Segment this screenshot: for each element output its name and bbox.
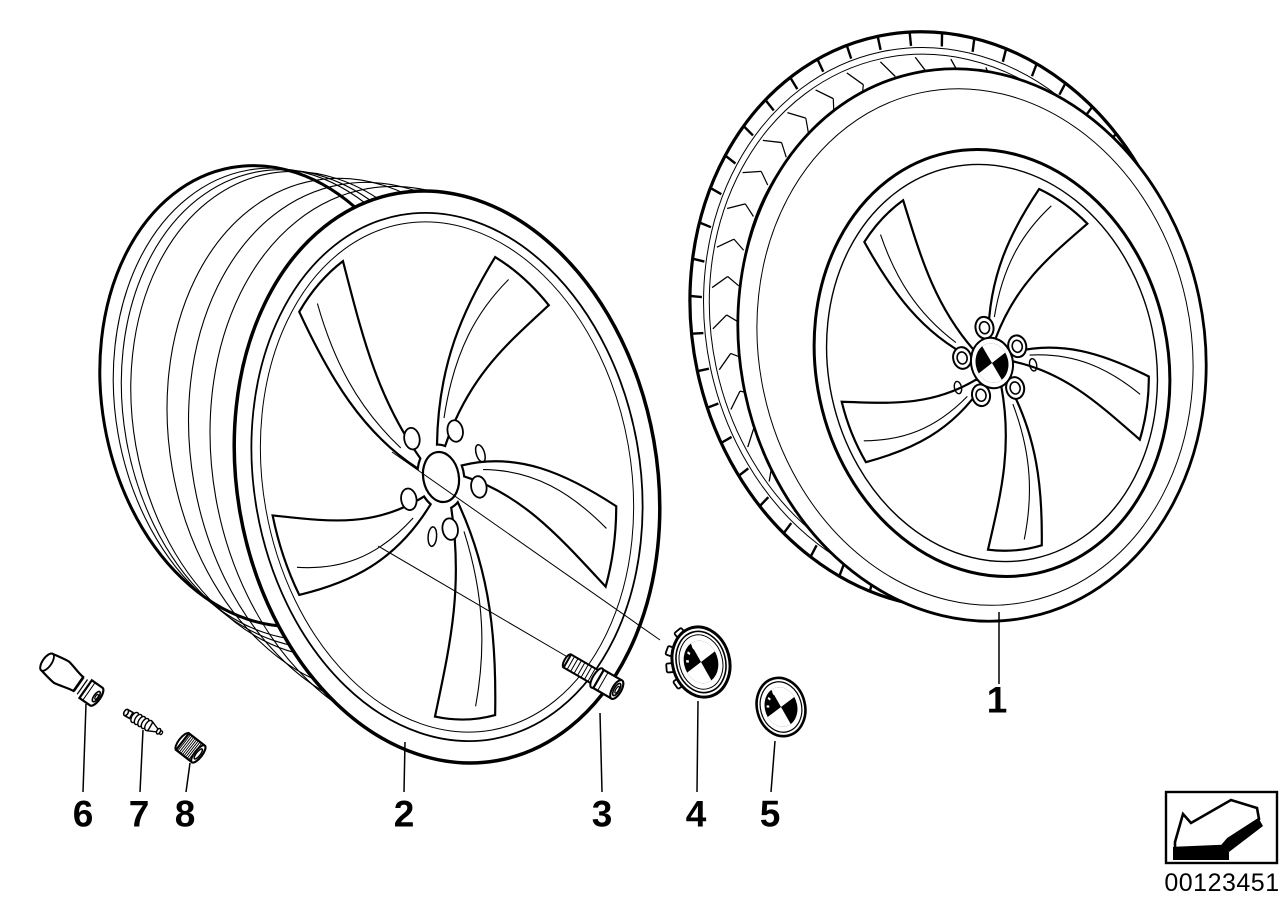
callout-6[interactable]: 6 [72,793,94,835]
complete-wheel-drawing[interactable] [637,0,1257,665]
valve-core-drawing[interactable] [122,707,165,739]
callout-7[interactable]: 7 [128,793,150,835]
projection-line [391,451,661,641]
callout-5[interactable]: 5 [759,793,781,835]
callout-4[interactable]: 4 [685,793,707,835]
bmw-roundel-icon [764,687,798,727]
valve-cap-drawing[interactable] [173,731,208,765]
callout-1[interactable]: 1 [986,679,1008,721]
callout-2[interactable]: 2 [393,793,415,835]
callout-leader-lines [82,612,1000,793]
valve-stem-drawing[interactable] [36,649,107,710]
callout-8[interactable]: 8 [174,793,196,835]
projection-line [377,545,572,660]
callout-3[interactable]: 3 [591,793,613,835]
nav-arrow-box[interactable] [1164,790,1279,865]
emblem-drawing[interactable] [750,672,812,741]
alloy-wheel-drawing[interactable] [64,138,704,797]
page-back-arrow-icon [1173,798,1263,860]
drawing-number: 00123451 [1164,869,1280,897]
bmw-roundel-icon [683,640,719,684]
wheel-bolt-drawing[interactable] [559,650,626,701]
hub-cap-drawing[interactable] [657,618,738,706]
